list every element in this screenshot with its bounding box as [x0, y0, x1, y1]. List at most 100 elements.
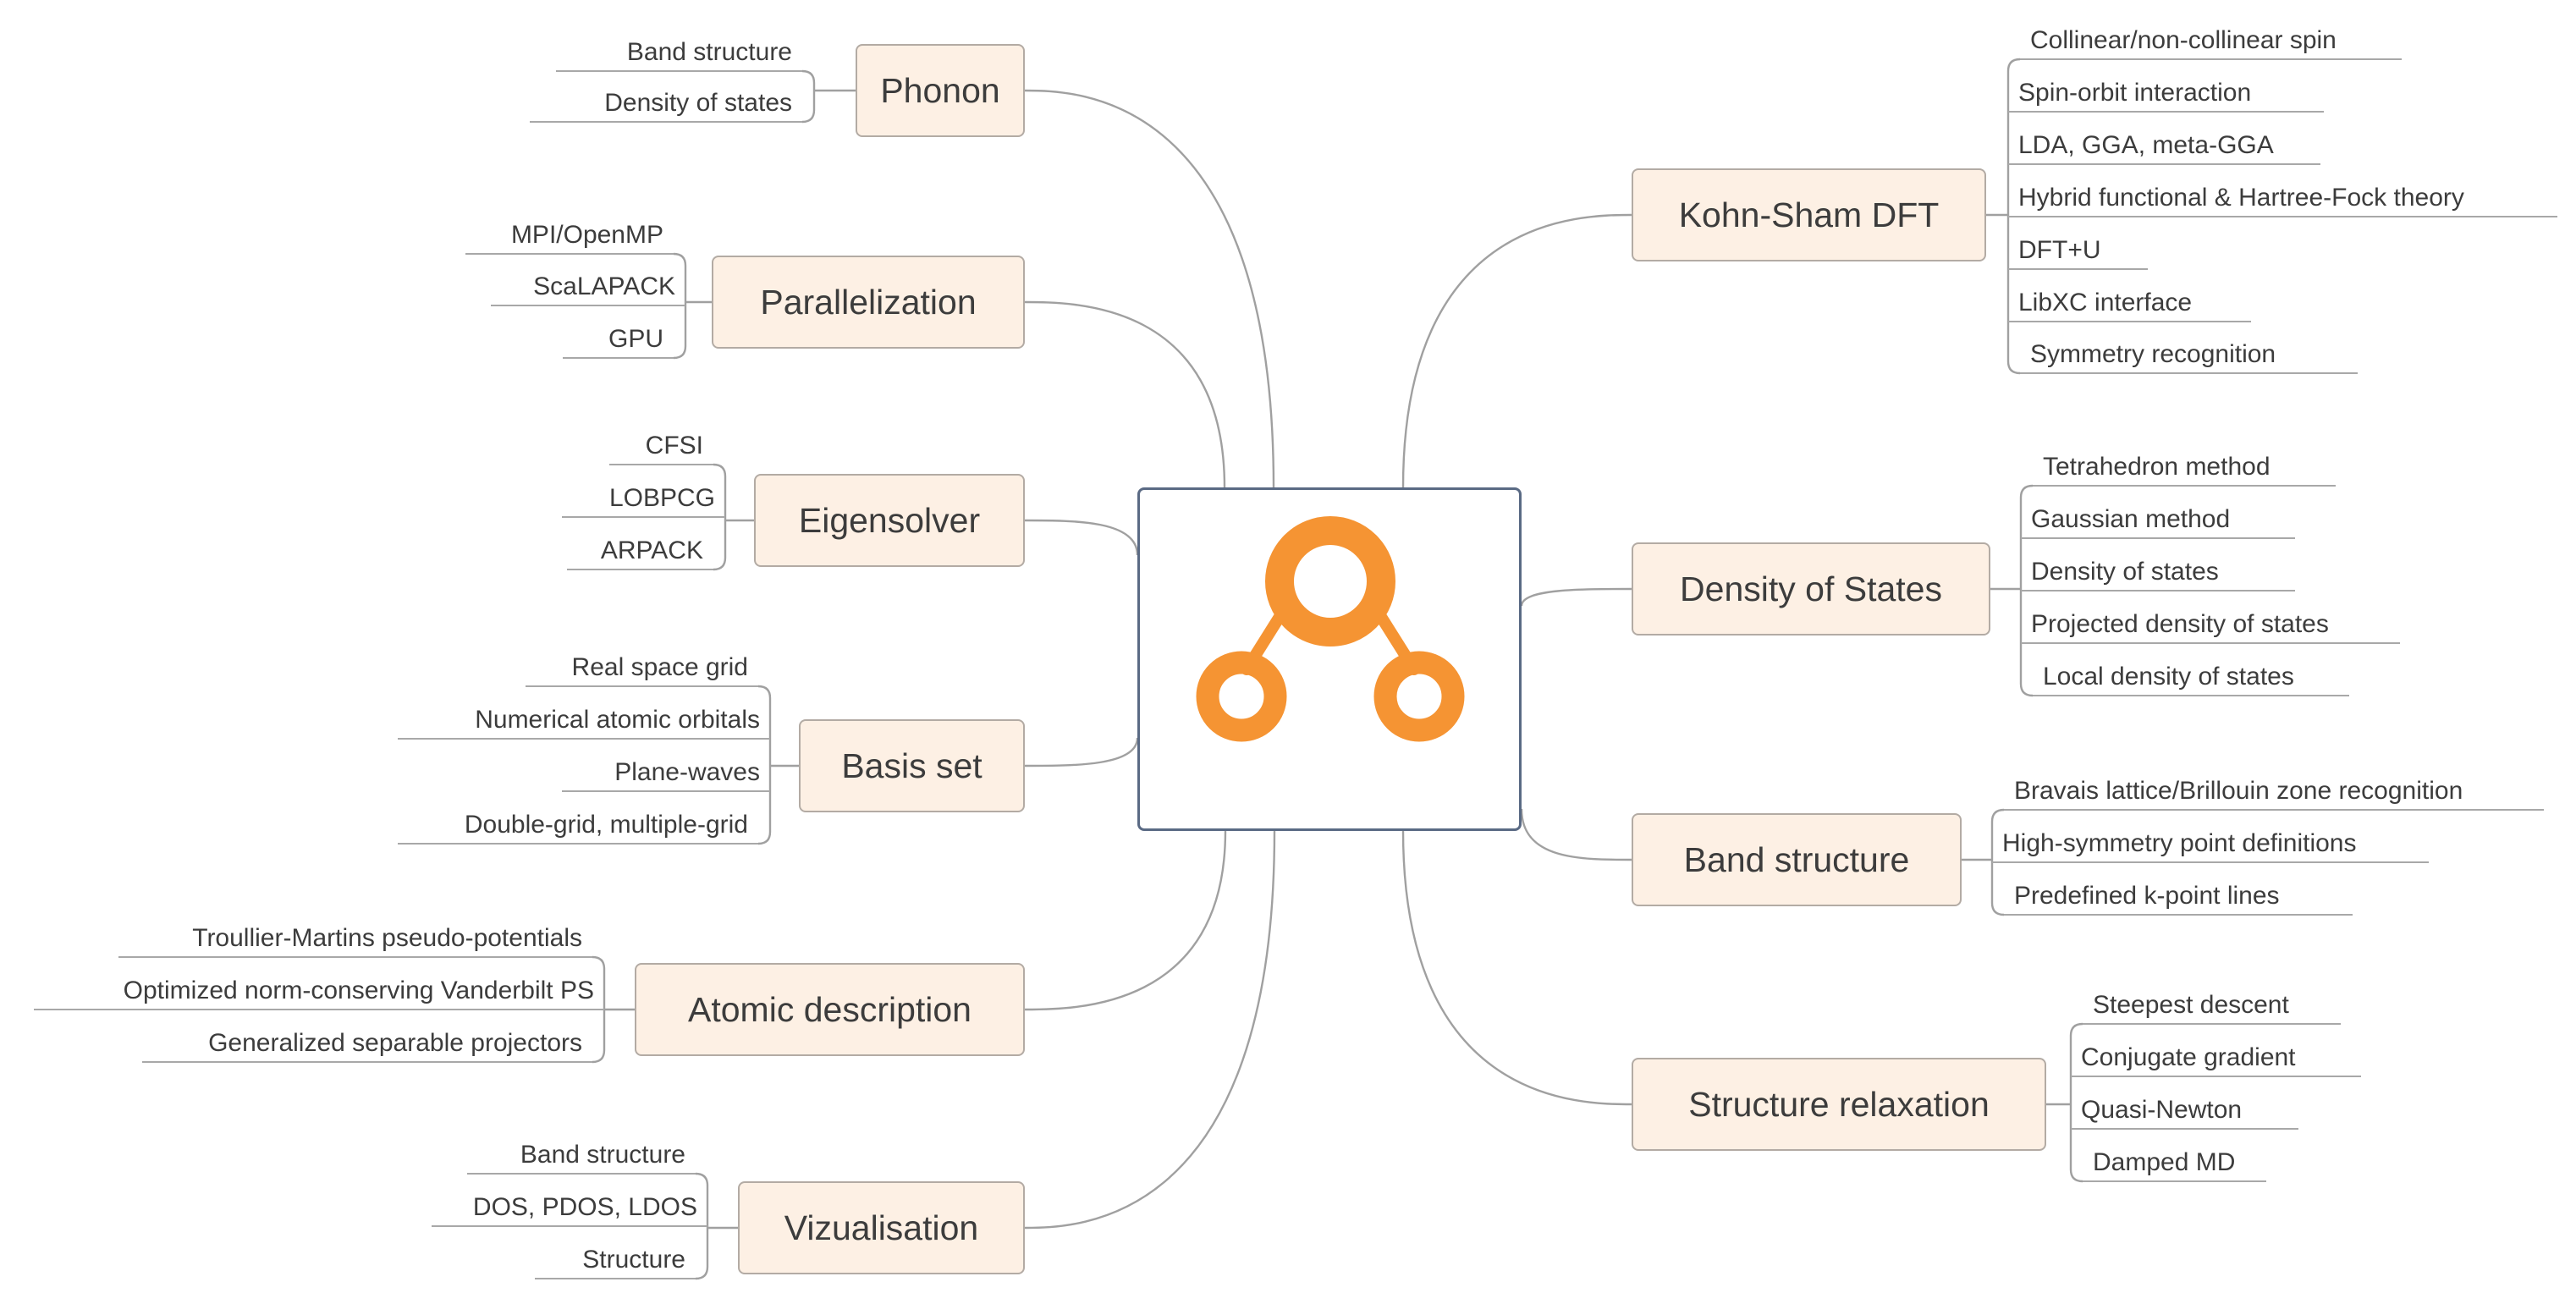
topic-basis-set[interactable]: Basis set	[799, 719, 1025, 812]
leaf-quasi-newton[interactable]: Quasi-Newton	[2071, 1090, 2298, 1130]
leaf-label: Hybrid functional & Hartree-Fock theory	[2018, 184, 2464, 212]
leaf-label: Numerical atomic orbitals	[475, 706, 760, 734]
topic-band-structure[interactable]: Band structure	[1632, 813, 1962, 906]
leaf-cfsi[interactable]: CFSI	[609, 426, 713, 465]
leaf-collinear-non-collinear-spin[interactable]: Collinear/non-collinear spin	[2020, 20, 2402, 60]
topic-phonon[interactable]: Phonon	[856, 44, 1025, 137]
leaf-arpack[interactable]: ARPACK	[567, 531, 713, 570]
leaf-label: Band structure	[520, 1141, 685, 1169]
leaf-optimized-norm-conserving-vanderbilt-ps[interactable]: Optimized norm-conserving Vanderbilt PS	[34, 971, 604, 1010]
leaf-dos-pdos-ldos[interactable]: DOS, PDOS, LDOS	[432, 1187, 707, 1227]
leaf-label: Damped MD	[2093, 1148, 2236, 1176]
leaf-plane-waves[interactable]: Plane-waves	[562, 752, 770, 792]
leaf-numerical-atomic-orbitals[interactable]: Numerical atomic orbitals	[398, 700, 770, 740]
leaf-gaussian-method[interactable]: Gaussian method	[2021, 499, 2295, 539]
leaf-label: Generalized separable projectors	[208, 1029, 582, 1057]
mindmap-logo-icon	[1196, 516, 1465, 742]
leaf-label: Projected density of states	[2031, 610, 2329, 638]
topic-connector	[1024, 300, 1226, 488]
topic-vizualisation[interactable]: Vizualisation	[738, 1181, 1025, 1274]
leaf-density-of-states[interactable]: Density of states	[2021, 552, 2295, 591]
bracket-spine	[2069, 1022, 2083, 1183]
leaf-band-structure[interactable]: Band structure	[556, 32, 802, 72]
leaf-label: Bravais lattice/Brillouin zone recogniti…	[2014, 777, 2463, 805]
topic-connector	[1024, 830, 1227, 1011]
leaf-label: Structure	[582, 1246, 685, 1274]
leaf-density-of-states[interactable]: Density of states	[530, 83, 802, 123]
topic-connector	[1401, 213, 1632, 488]
leaf-label: Spin-orbit interaction	[2018, 79, 2252, 107]
leaf-damped-md[interactable]: Damped MD	[2083, 1142, 2266, 1182]
bracket-spine	[801, 69, 816, 124]
bracket-spine	[592, 955, 606, 1064]
leaf-label: MPI/OpenMP	[510, 221, 663, 249]
leaf-tetrahedron-method[interactable]: Tetrahedron method	[2033, 447, 2336, 487]
leaf-local-density-of-states[interactable]: Local density of states	[2033, 657, 2349, 696]
leaf-label: Tetrahedron method	[2043, 453, 2271, 481]
leaf-spin-orbit-interaction[interactable]: Spin-orbit interaction	[2008, 73, 2324, 113]
leaf-label: LOBPCG	[608, 484, 715, 512]
leaf-label: LDA, GGA, meta-GGA	[2018, 131, 2274, 159]
topic-kohn-sham-dft[interactable]: Kohn-Sham DFT	[1632, 168, 1986, 261]
leaf-troullier-martins-pseudo-potentials[interactable]: Troullier-Martins pseudo-potentials	[118, 918, 592, 958]
leaf-label: Symmetry recognition	[2030, 340, 2276, 368]
leaf-bravais-lattice-brillouin-zone-recognition[interactable]: Bravais lattice/Brillouin zone recogniti…	[2004, 771, 2544, 811]
leaf-label: Quasi-Newton	[2081, 1096, 2243, 1124]
leaf-label: Collinear/non-collinear spin	[2030, 26, 2337, 54]
topic-structure-relaxation[interactable]: Structure relaxation	[1632, 1058, 2046, 1151]
leaf-scalapack[interactable]: ScaLAPACK	[491, 267, 685, 306]
leaf-label: GPU	[608, 325, 663, 353]
bracket-spine	[757, 685, 772, 845]
topic-eigensolver[interactable]: Eigensolver	[754, 474, 1025, 567]
leaf-high-symmetry-point-definitions[interactable]: High-symmetry point definitions	[1992, 823, 2429, 863]
central-topic[interactable]	[1137, 487, 1522, 831]
leaf-mpi-openmp[interactable]: MPI/OpenMP	[465, 215, 674, 255]
leaf-label: DOS, PDOS, LDOS	[472, 1193, 697, 1221]
leaf-steepest-descent[interactable]: Steepest descent	[2083, 985, 2341, 1025]
leaf-label: Troullier-Martins pseudo-potentials	[192, 924, 582, 952]
leaf-double-grid-multiple-grid[interactable]: Double-grid, multiple-grid	[398, 805, 758, 845]
topic-connector	[1401, 830, 1632, 1106]
topic-atomic-description[interactable]: Atomic description	[635, 963, 1025, 1056]
leaf-symmetry-recognition[interactable]: Symmetry recognition	[2020, 334, 2358, 374]
topic-connector	[1024, 737, 1139, 768]
leaf-gpu[interactable]: GPU	[563, 319, 674, 359]
leaf-real-space-grid[interactable]: Real space grid	[526, 647, 758, 687]
leaf-label: ScaLAPACK	[533, 272, 675, 300]
leaf-conjugate-gradient[interactable]: Conjugate gradient	[2071, 1037, 2361, 1077]
topic-connector	[1024, 830, 1276, 1230]
topic-connector	[1024, 519, 1139, 556]
topic-connector	[1520, 587, 1632, 607]
leaf-lobpcg[interactable]: LOBPCG	[562, 478, 725, 518]
leaf-label: Predefined k-point lines	[2014, 882, 2280, 910]
leaf-label: High-symmetry point definitions	[2002, 829, 2357, 857]
topic-parallelization[interactable]: Parallelization	[712, 256, 1025, 349]
leaf-generalized-separable-projectors[interactable]: Generalized separable projectors	[142, 1023, 592, 1063]
leaf-dft-u[interactable]: DFT+U	[2008, 230, 2148, 270]
leaf-label: Optimized norm-conserving Vanderbilt PS	[123, 977, 594, 1004]
topic-connector	[1024, 89, 1275, 488]
leaf-label: LibXC interface	[2018, 289, 2193, 316]
topic-connector	[1520, 808, 1632, 861]
leaf-label: Local density of states	[2043, 663, 2294, 691]
leaf-label: CFSI	[645, 432, 703, 459]
leaf-label: Density of states	[604, 89, 792, 117]
leaf-label: Density of states	[2031, 558, 2219, 586]
leaf-label: Double-grid, multiple-grid	[464, 811, 748, 839]
leaf-structure[interactable]: Structure	[535, 1240, 696, 1279]
leaf-label: Plane-waves	[614, 758, 760, 786]
bracket-spine	[673, 252, 687, 360]
topic-density-of-states[interactable]: Density of States	[1632, 542, 1990, 635]
leaf-lda-gga-meta-gga[interactable]: LDA, GGA, meta-GGA	[2008, 125, 2320, 165]
leaf-libxc-interface[interactable]: LibXC interface	[2008, 283, 2251, 322]
leaf-label: DFT+U	[2018, 236, 2101, 264]
leaf-band-structure[interactable]: Band structure	[467, 1135, 696, 1175]
leaf-label: Conjugate gradient	[2081, 1043, 2296, 1071]
leaf-projected-density-of-states[interactable]: Projected density of states	[2021, 604, 2400, 644]
leaf-hybrid-functional-hartree-fock-theory[interactable]: Hybrid functional & Hartree-Fock theory	[2008, 178, 2557, 217]
leaf-label: Band structure	[626, 38, 792, 66]
leaf-predefined-k-point-lines[interactable]: Predefined k-point lines	[2004, 876, 2353, 916]
leaf-label: Real space grid	[571, 653, 748, 681]
